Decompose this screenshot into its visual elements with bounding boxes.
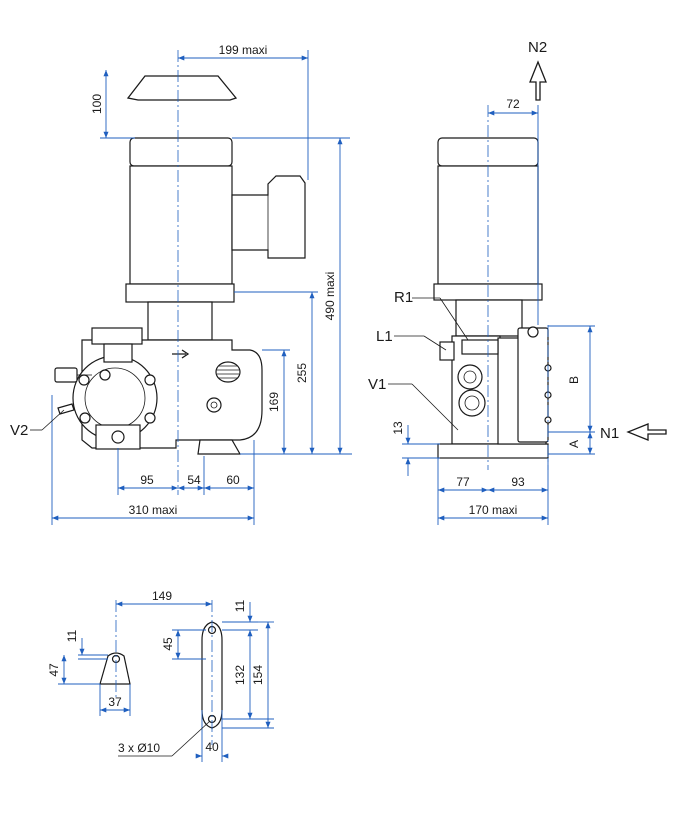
dim-54-label: 54: [187, 473, 201, 487]
front-gearbox: [455, 299, 523, 337]
foot-view: 149 11 47 37 45 11: [47, 589, 274, 762]
dim-490-label: 490 maxi: [323, 272, 337, 321]
dim-37-label: 37: [108, 695, 122, 709]
stroke-knob: [54, 367, 78, 383]
dim-310: 310 maxi: [51, 395, 254, 525]
dim-77-label: 77: [456, 475, 470, 489]
dim-169: 169: [262, 349, 290, 454]
motor-top: [129, 137, 233, 167]
dim-40: 40: [195, 710, 229, 762]
dim-47: 47: [47, 655, 100, 685]
dim-bottom-row: 95 54 60: [117, 440, 255, 525]
dim-47-label: 47: [47, 663, 61, 677]
motor-flange: [125, 283, 235, 303]
dim-154-label: 154: [251, 665, 265, 685]
dim-40-label: 40: [205, 740, 219, 754]
dim-77-93: 77 93: [437, 458, 549, 525]
dim-170-label: 170 maxi: [469, 503, 518, 517]
n2-label: N2: [528, 39, 547, 56]
vent-grille: [215, 361, 241, 383]
dim-149: 149: [116, 589, 212, 607]
l1-label: L1: [376, 328, 393, 345]
front-view: N2 72 N1 B A 13: [368, 39, 667, 525]
r1-callout: R1: [394, 289, 469, 341]
dim-310-label: 310 maxi: [129, 503, 178, 517]
motor-body: [129, 165, 233, 285]
dim-72: 72: [488, 97, 539, 325]
oil-plug: [206, 397, 222, 413]
upper-valve: [91, 327, 143, 345]
v2-label: V2: [10, 422, 28, 439]
dim-95-label: 95: [140, 473, 154, 487]
dim-a-label: A: [567, 440, 581, 448]
dim-plate-11-label: 11: [233, 599, 247, 612]
dim-13: 13: [391, 421, 440, 476]
side-view: 199 maxi 100 490 maxi 255 169: [10, 43, 352, 525]
v2-callout: V2: [10, 409, 65, 439]
pump-foot: [197, 439, 242, 455]
front-valve-upper: [457, 364, 483, 390]
front-r1-fitting: [461, 339, 499, 355]
l1-callout: L1: [376, 328, 447, 351]
dim-154: 154: [222, 621, 274, 729]
dim-60-label: 60: [226, 473, 240, 487]
n2-arrow-icon: N2: [528, 39, 547, 101]
dim-100: 100: [90, 70, 135, 139]
gearbox: [147, 301, 213, 341]
dim-132-label: 132: [233, 665, 247, 685]
dim-45: 45: [161, 629, 206, 660]
dim-72-label: 72: [506, 97, 520, 111]
dim-b-label: B: [567, 376, 581, 384]
dim-170: 170 maxi: [438, 503, 548, 521]
n1-arrow-icon: N1: [600, 423, 667, 442]
v1-label: V1: [368, 376, 386, 393]
dim-169-label: 169: [267, 392, 281, 412]
dim-490: 490 maxi: [232, 137, 352, 455]
v1-callout: V1: [368, 376, 459, 431]
dim-45-label: 45: [161, 637, 175, 651]
terminal-box: [231, 175, 306, 259]
dim-255: 255: [234, 291, 318, 454]
front-l1-fitting: [439, 341, 455, 361]
dim-small-11: 11: [65, 629, 108, 660]
n1-label: N1: [600, 425, 619, 442]
dim-13-label: 13: [391, 421, 405, 435]
dim-37: 37: [99, 684, 131, 716]
v2-nozzle: [57, 403, 75, 415]
dim-132: 132: [222, 630, 274, 720]
r1-label: R1: [394, 289, 413, 306]
flow-arrow-icon: [172, 349, 190, 359]
dim-100-label: 100: [90, 94, 104, 114]
holes-label: 3 x Ø10: [118, 741, 160, 755]
dim-plate-11: 11: [222, 599, 258, 631]
front-valve-lower: [458, 389, 486, 417]
dim-93-label: 93: [511, 475, 525, 489]
dim-a-b: B A: [548, 325, 595, 455]
front-base: [437, 443, 549, 459]
dim-199: 199 maxi: [178, 43, 309, 180]
holes-callout: 3 x Ø10: [118, 720, 211, 757]
small-foot: [99, 652, 131, 685]
dim-149-label: 149: [152, 589, 172, 603]
dim-255-label: 255: [295, 363, 309, 383]
motor-hood-outline: [126, 75, 238, 101]
dim-small-11-label: 11: [65, 629, 79, 642]
dim-199-label: 199 maxi: [219, 43, 268, 57]
